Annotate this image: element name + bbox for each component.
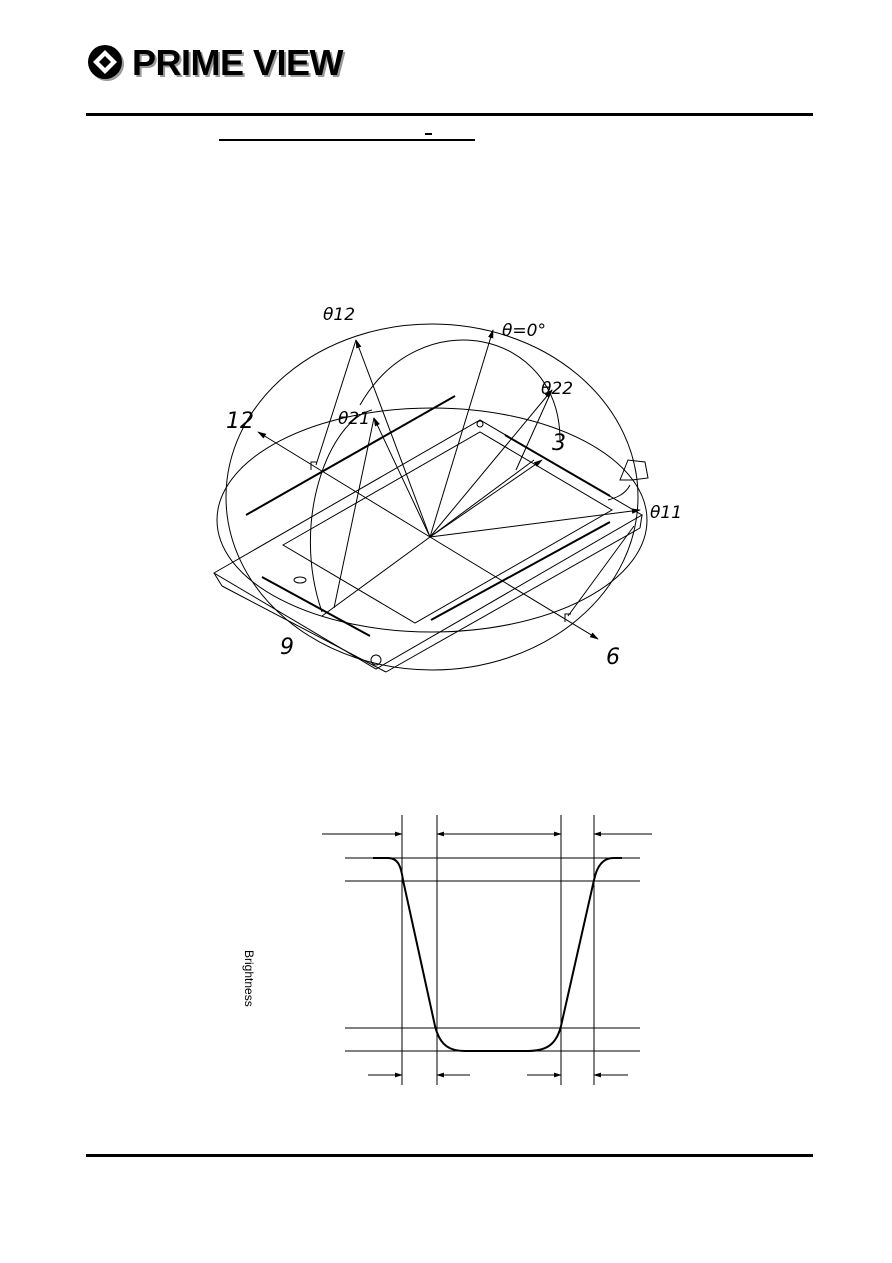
header-rule — [86, 113, 813, 116]
brightness-curve — [373, 857, 622, 1052]
inner-meridian-right — [359, 339, 561, 441]
label-dir3: 3 — [552, 431, 566, 456]
outer-sphere — [225, 323, 639, 671]
inner-meridian-left — [309, 409, 373, 613]
section-title-dash — [425, 133, 432, 135]
label-theta11: θ11 — [650, 503, 682, 523]
label-theta22: θ22 — [541, 379, 573, 399]
footer-rule — [86, 1154, 813, 1157]
section-title-underline — [219, 139, 475, 141]
label-dir6: 6 — [606, 645, 620, 670]
brand-name: PRIME VIEW — [132, 42, 344, 83]
company-logo: PRIME VIEW — [86, 40, 344, 86]
label-dir9: 9 — [280, 635, 294, 660]
label-theta12: θ12 — [323, 305, 355, 325]
panel-active-area — [282, 431, 613, 624]
label-theta21: θ21 — [338, 409, 370, 429]
label-theta0: θ=0° — [502, 321, 546, 341]
label-dir12: 12 — [226, 409, 254, 434]
diamond-logo-icon — [88, 45, 124, 81]
chart-ylabel: Brightness — [242, 950, 256, 1007]
